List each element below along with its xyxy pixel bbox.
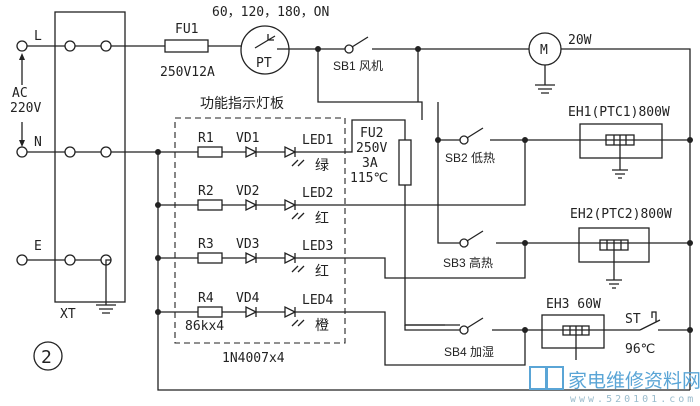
panel-color-label: 绿 bbox=[315, 157, 329, 173]
panel-title: 功能指示灯板 bbox=[200, 95, 284, 111]
sb3-label: SB3 高热 bbox=[443, 255, 493, 270]
led bbox=[284, 251, 305, 273]
heater-eh1 bbox=[579, 123, 663, 159]
label-220v: 220V bbox=[10, 101, 41, 116]
panel-vd-label: VD4 bbox=[236, 291, 260, 306]
sb1-label: SB1 风机 bbox=[333, 59, 383, 73]
panel-vd-label: VD2 bbox=[236, 184, 259, 199]
figure-number-circle bbox=[33, 341, 63, 371]
panel-vd-label: VD3 bbox=[236, 237, 259, 252]
resistor bbox=[197, 146, 223, 158]
input-terminals bbox=[16, 40, 28, 266]
fuse-fu1 bbox=[164, 39, 209, 53]
label-xt: XT bbox=[60, 307, 76, 322]
timer-pt bbox=[240, 25, 290, 75]
watermark-url: www.520101.com bbox=[570, 394, 696, 405]
eh3-label: EH3 60W bbox=[546, 297, 601, 312]
switch-sb4 bbox=[459, 325, 469, 335]
fu1-name: FU1 bbox=[175, 22, 198, 37]
timer-name: PT bbox=[256, 56, 272, 71]
resistor bbox=[197, 199, 223, 211]
fu2-line-0: FU2 bbox=[360, 126, 383, 141]
watermark-text: 家电维修资料网 bbox=[568, 370, 700, 392]
switch-sb1 bbox=[344, 44, 354, 54]
sb2-label: SB2 低热 bbox=[445, 151, 495, 165]
led bbox=[284, 305, 305, 327]
fu2-line-3: 115℃ bbox=[350, 171, 388, 186]
led bbox=[284, 198, 305, 220]
label-ac: AC bbox=[12, 86, 28, 101]
diode bbox=[245, 305, 258, 319]
motor-symbol: M bbox=[540, 43, 548, 58]
sb4-label: SB4 加湿 bbox=[444, 344, 494, 359]
panel-led-label: LED4 bbox=[302, 293, 333, 308]
led bbox=[284, 145, 305, 167]
watermark-book-icon bbox=[529, 366, 564, 390]
indicator-panel bbox=[174, 117, 346, 344]
st-temp: 96℃ bbox=[625, 342, 655, 357]
terminal-block-xt bbox=[54, 11, 126, 303]
panel-r-label: R3 bbox=[198, 237, 214, 252]
panel-color-label: 红 bbox=[315, 263, 329, 279]
resistor-value: 86kx4 bbox=[185, 319, 224, 334]
panel-led-label: LED1 bbox=[302, 133, 333, 148]
panel-vd-label: VD1 bbox=[236, 131, 259, 146]
panel-led-label: LED2 bbox=[302, 186, 333, 201]
panel-r-label: R1 bbox=[198, 131, 214, 146]
diode bbox=[245, 198, 258, 212]
diode bbox=[245, 145, 258, 159]
eh1-label: EH1(PTC1)800W bbox=[568, 105, 670, 120]
fu1-rating: 250V12A bbox=[160, 65, 215, 80]
motor-power: 20W bbox=[568, 33, 592, 48]
xt-terminals bbox=[27, 40, 165, 314]
thermostat-st bbox=[639, 311, 661, 331]
timer-settings: 60，120，180，ON bbox=[212, 5, 329, 20]
diode-value: 1N4007x4 bbox=[222, 351, 285, 366]
panel-led-label: LED3 bbox=[302, 239, 333, 254]
label-L: L bbox=[34, 29, 42, 44]
panel-r-label: R2 bbox=[198, 184, 214, 199]
heater-eh3 bbox=[541, 314, 605, 349]
label-N: N bbox=[34, 135, 42, 150]
eh2-label: EH2(PTC2)800W bbox=[570, 207, 672, 222]
switch-sb3 bbox=[459, 238, 469, 248]
panel-color-label: 红 bbox=[315, 210, 329, 226]
diode bbox=[245, 251, 258, 265]
resistor bbox=[197, 252, 223, 264]
st-name: ST bbox=[625, 312, 641, 327]
figure-number: 2 bbox=[41, 347, 52, 368]
panel-r-label: R4 bbox=[198, 291, 214, 306]
switch-sb2 bbox=[459, 135, 469, 145]
resistor bbox=[197, 306, 223, 318]
panel-color-label: 橙 bbox=[315, 317, 329, 333]
label-E: E bbox=[34, 239, 42, 254]
fuse-fu2 bbox=[398, 139, 412, 186]
fu2-line-2: 3A bbox=[362, 156, 378, 171]
fu2-line-1: 250V bbox=[356, 141, 387, 156]
